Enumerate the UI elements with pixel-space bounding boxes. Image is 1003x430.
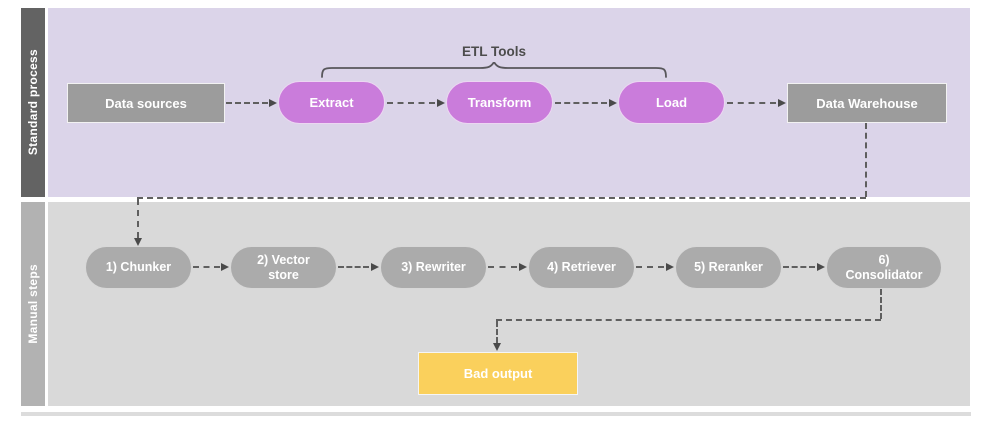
connector-warehouse-chunker-v1	[865, 123, 867, 197]
arrowhead-right-icon	[778, 98, 786, 107]
node-transform: Transform	[446, 81, 553, 124]
node-extract: Extract	[278, 81, 385, 124]
arrowhead-down-icon	[492, 343, 501, 351]
lane-header-manual-steps: Manual steps	[21, 202, 45, 406]
node-load-label: Load	[655, 95, 688, 110]
bottom-divider	[21, 412, 971, 416]
connector-reranker-consolidator	[783, 266, 815, 268]
node-bad-output: Bad output	[418, 352, 578, 395]
node-vector-store-label: 2) Vector store	[257, 252, 310, 282]
arrowhead-right-icon	[609, 98, 617, 107]
arrowhead-right-icon	[666, 262, 674, 271]
connector-warehouse-chunker-v2	[137, 199, 139, 238]
node-vector-store: 2) Vector store	[230, 246, 337, 289]
connector-retriever-reranker	[636, 266, 664, 268]
connector-consolidator-badoutput-v2	[496, 321, 498, 343]
connector-transform-load	[555, 102, 607, 104]
arrowhead-right-icon	[221, 262, 229, 271]
node-data-sources: Data sources	[67, 83, 225, 123]
connector-rewriter-retriever	[488, 266, 517, 268]
node-retriever-label: 4) Retriever	[547, 260, 616, 274]
node-transform-label: Transform	[467, 95, 532, 110]
node-data-warehouse: Data Warehouse	[787, 83, 947, 123]
lane-label-standard-process: Standard process	[26, 49, 40, 156]
arrowhead-down-icon	[133, 238, 142, 246]
arrowhead-right-icon	[519, 262, 527, 271]
connector-datasources-extract	[226, 102, 268, 104]
arrowhead-right-icon	[371, 262, 379, 271]
node-extract-label: Extract	[309, 95, 354, 110]
node-bad-output-label: Bad output	[463, 366, 533, 381]
node-chunker-label: 1) Chunker	[105, 260, 172, 274]
arrowhead-right-icon	[437, 98, 445, 107]
connector-extract-transform	[387, 102, 435, 104]
connector-load-warehouse	[727, 102, 776, 104]
connector-consolidator-badoutput-h	[496, 319, 881, 321]
curly-brace	[321, 62, 667, 78]
node-consolidator: 6) Consolidator	[826, 246, 942, 289]
etl-tools-group-label: ETL Tools	[462, 44, 526, 59]
connector-chunker-vectorstore	[193, 266, 220, 268]
connector-vectorstore-rewriter	[338, 266, 369, 268]
node-reranker-label: 5) Reranker	[694, 260, 763, 274]
node-data-warehouse-label: Data Warehouse	[816, 95, 918, 111]
arrowhead-right-icon	[817, 262, 825, 271]
node-load: Load	[618, 81, 725, 124]
connector-consolidator-badoutput-v1	[880, 289, 882, 319]
node-reranker: 5) Reranker	[675, 246, 782, 289]
node-consolidator-label: 6) Consolidator	[845, 252, 923, 282]
node-chunker: 1) Chunker	[85, 246, 192, 289]
node-rewriter: 3) Rewriter	[380, 246, 487, 289]
lane-label-manual-steps: Manual steps	[26, 264, 40, 344]
lane-header-standard-process: Standard process	[21, 8, 45, 197]
node-retriever: 4) Retriever	[528, 246, 635, 289]
connector-warehouse-chunker-h	[137, 197, 866, 199]
node-rewriter-label: 3) Rewriter	[401, 260, 466, 274]
arrowhead-right-icon	[269, 98, 277, 107]
node-data-sources-label: Data sources	[105, 95, 187, 111]
